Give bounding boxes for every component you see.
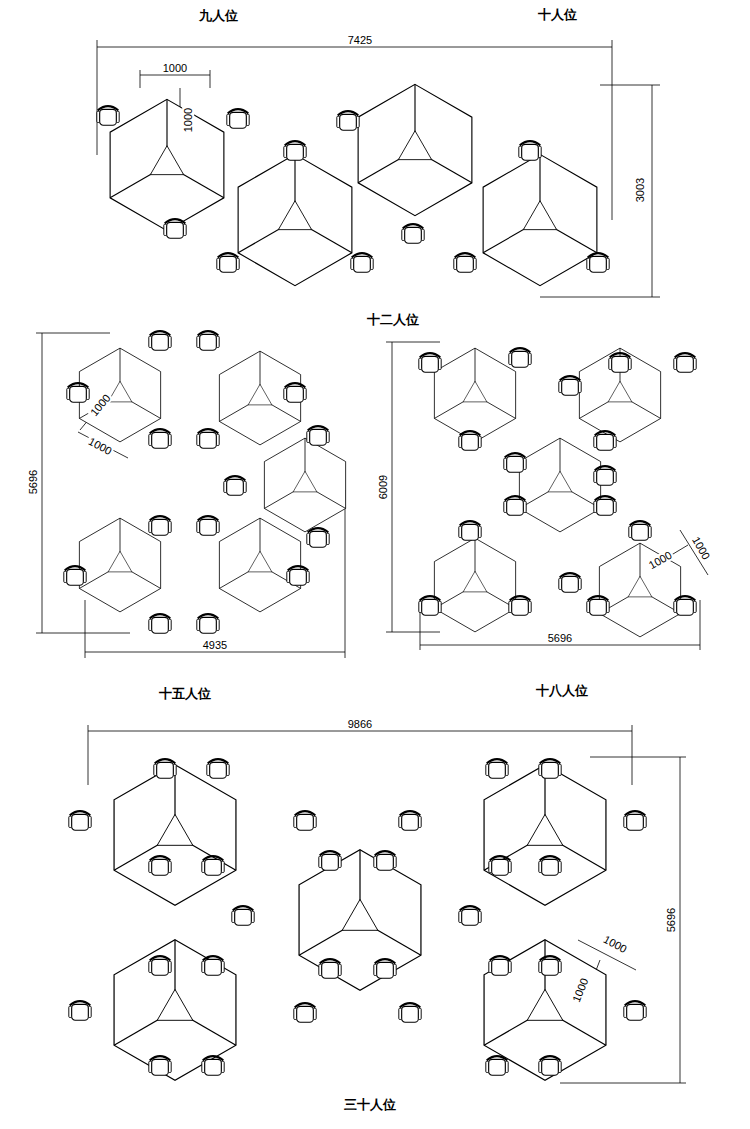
dimension-label: 1000 xyxy=(569,975,591,1006)
dimension-label: 1000 xyxy=(86,390,114,420)
layout-caption: 三十人位 xyxy=(344,1098,396,1112)
dimension-label: 5696 xyxy=(665,906,677,934)
layout-caption: 十二人位 xyxy=(367,313,419,327)
dimension-label: 5696 xyxy=(546,632,574,644)
layout-caption: 十五人位 xyxy=(159,687,211,701)
dimension-label: 1000 xyxy=(85,434,116,458)
dimension-label: 3003 xyxy=(634,176,646,204)
dimension-label: 5696 xyxy=(27,468,39,496)
dimension-label: 4935 xyxy=(201,639,229,651)
layout-caption: 十人位 xyxy=(538,8,577,22)
dimension-label: 7425 xyxy=(346,34,374,46)
dimension-label: 1000 xyxy=(689,533,714,564)
layout-caption: 十八人位 xyxy=(536,684,588,698)
dimension-label: 1000 xyxy=(182,106,194,134)
dimension-label: 1000 xyxy=(645,548,676,573)
layout-caption: 九人位 xyxy=(199,9,238,23)
dimension-label: 9866 xyxy=(346,718,374,730)
dimension-label: 1000 xyxy=(600,932,631,956)
dimension-label: 6009 xyxy=(377,473,389,501)
dimension-label: 1000 xyxy=(161,62,189,74)
